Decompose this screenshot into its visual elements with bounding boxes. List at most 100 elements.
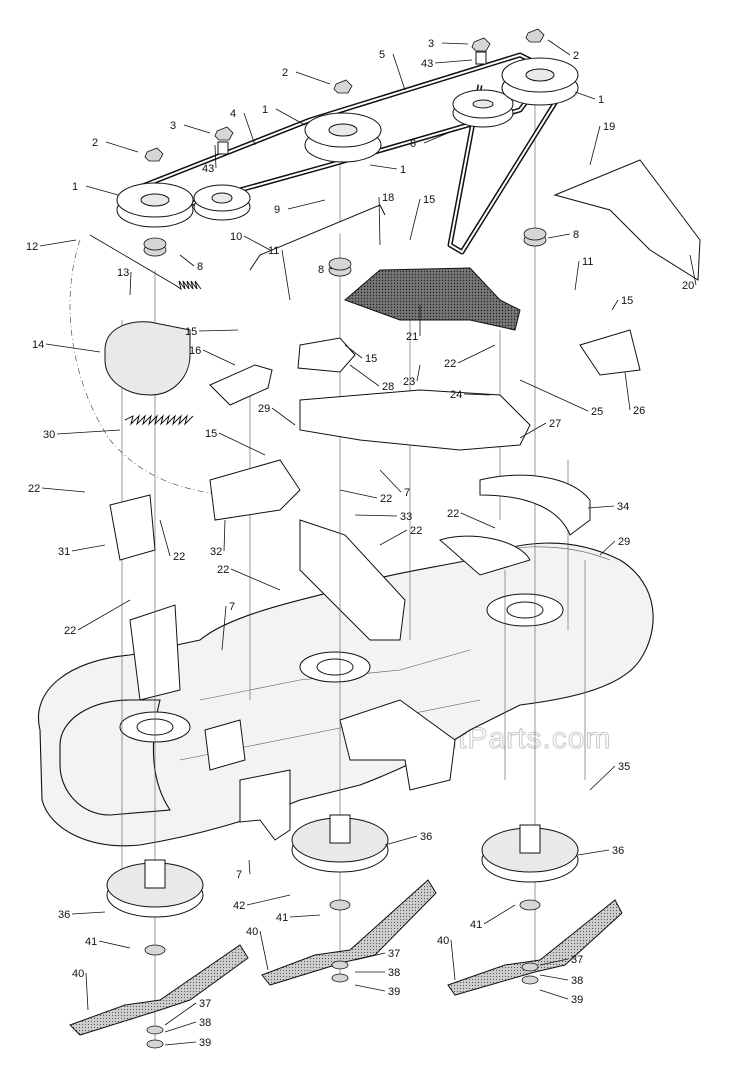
callout-leader-line bbox=[441, 42, 469, 45]
callout-21: 21 bbox=[406, 305, 421, 343]
callout-leader-line bbox=[392, 53, 406, 91]
callout-leader-line bbox=[85, 185, 119, 196]
callout-leader-line bbox=[587, 505, 615, 509]
callout-number: 37 bbox=[571, 954, 583, 966]
callout-2: 2 bbox=[282, 67, 331, 85]
callout-number: 3 bbox=[428, 38, 434, 50]
lift-plate-27 bbox=[299, 389, 531, 451]
callout-leader-line bbox=[434, 59, 473, 64]
callout-15: 15 bbox=[344, 344, 377, 365]
callout-2: 2 bbox=[547, 39, 579, 62]
callout-leader-line bbox=[519, 422, 547, 439]
callout-22: 22 bbox=[379, 525, 422, 546]
callout-number: 43 bbox=[202, 163, 214, 175]
callout-number: 7 bbox=[236, 869, 242, 881]
callout-leader-line bbox=[230, 568, 281, 591]
callout-number: 2 bbox=[573, 50, 579, 62]
callout-leader-line bbox=[214, 144, 217, 169]
callout-number: 14 bbox=[32, 339, 44, 351]
callout-leader-line bbox=[574, 91, 596, 100]
callout-22: 22 bbox=[217, 564, 281, 591]
callout-22: 22 bbox=[159, 519, 185, 563]
callout-number: 1 bbox=[598, 94, 604, 106]
callout-leader-line bbox=[344, 344, 363, 359]
callout-leader-line bbox=[379, 469, 402, 493]
callout-leader-line bbox=[198, 329, 239, 332]
callout-38: 38 bbox=[164, 1017, 211, 1033]
callout-6: 6 bbox=[410, 129, 456, 150]
callout-leader-line bbox=[243, 235, 271, 251]
callout-number: 3 bbox=[170, 120, 176, 132]
belt-guard-14 bbox=[104, 321, 191, 396]
blade-left bbox=[69, 944, 249, 1036]
callout-leader-line bbox=[202, 349, 236, 366]
callout-7: 7 bbox=[236, 859, 251, 881]
callout-15: 15 bbox=[185, 326, 239, 338]
callout-leader-line bbox=[589, 125, 601, 166]
callout-leader-line bbox=[289, 914, 321, 918]
callout-41: 41 bbox=[470, 904, 516, 931]
callout-16: 16 bbox=[189, 345, 236, 366]
idler-pulley-9 bbox=[193, 184, 251, 221]
callout-leader-line bbox=[384, 835, 418, 846]
callout-37: 37 bbox=[164, 998, 211, 1026]
callout-38: 38 bbox=[539, 974, 583, 987]
callout-leader-line bbox=[71, 911, 106, 915]
bracket-31 bbox=[109, 494, 156, 561]
callout-number: 10 bbox=[230, 231, 242, 243]
callout-leader-line bbox=[218, 432, 266, 456]
callout-39: 39 bbox=[539, 989, 583, 1006]
callout-number: 2 bbox=[92, 137, 98, 149]
callout-40: 40 bbox=[437, 935, 456, 981]
callout-number: 12 bbox=[26, 241, 38, 253]
callout-15: 15 bbox=[611, 295, 633, 311]
callout-leader-line bbox=[39, 239, 77, 247]
callout-number: 22 bbox=[217, 564, 229, 576]
callout-9: 9 bbox=[274, 199, 326, 216]
callout-22: 22 bbox=[444, 344, 496, 370]
callout-leader-line bbox=[354, 514, 398, 517]
callout-leader-line bbox=[539, 958, 569, 966]
callout-number: 23 bbox=[403, 376, 415, 388]
pulley-left bbox=[116, 182, 194, 228]
callout-1: 1 bbox=[72, 181, 119, 196]
spindle-center bbox=[291, 814, 389, 911]
callout-leader-line bbox=[611, 299, 619, 311]
callout-number: 16 bbox=[189, 345, 201, 357]
callout-28: 28 bbox=[349, 364, 394, 393]
callout-number: 38 bbox=[388, 967, 400, 979]
callout-number: 28 bbox=[382, 381, 394, 393]
callout-leader-line bbox=[329, 267, 333, 270]
callout-number: 26 bbox=[633, 405, 645, 417]
callout-number: 7 bbox=[404, 487, 410, 499]
callout-number: 34 bbox=[617, 501, 629, 513]
callout-leader-line bbox=[574, 260, 580, 291]
callout-number: 22 bbox=[447, 508, 459, 520]
callout-leader-line bbox=[547, 233, 571, 239]
pulley-center bbox=[304, 112, 382, 163]
callout-leader-line bbox=[164, 1041, 197, 1046]
callout-33: 33 bbox=[354, 511, 412, 523]
callout-37: 37 bbox=[539, 954, 583, 966]
callout-number: 5 bbox=[379, 49, 385, 61]
callout-41: 41 bbox=[276, 912, 321, 924]
callout-leader-line bbox=[519, 379, 589, 412]
callout-leader-line bbox=[379, 529, 408, 546]
callout-number: 4 bbox=[230, 108, 236, 120]
callout-5: 5 bbox=[379, 49, 406, 91]
blade-center bbox=[261, 879, 437, 986]
rod-10 bbox=[249, 204, 386, 271]
callout-leader-line bbox=[164, 1021, 197, 1033]
callout-1: 1 bbox=[574, 91, 604, 106]
callout-7: 7 bbox=[221, 601, 235, 651]
callout-leader-line bbox=[416, 364, 421, 382]
callout-36: 36 bbox=[384, 831, 432, 846]
callout-number: 1 bbox=[400, 164, 406, 176]
callout-number: 32 bbox=[210, 546, 222, 558]
callout-36: 36 bbox=[58, 909, 106, 921]
callout-number: 43 bbox=[421, 58, 433, 70]
callout-leader-line bbox=[275, 108, 306, 126]
callout-number: 2 bbox=[282, 67, 288, 79]
callout-40: 40 bbox=[246, 926, 269, 971]
